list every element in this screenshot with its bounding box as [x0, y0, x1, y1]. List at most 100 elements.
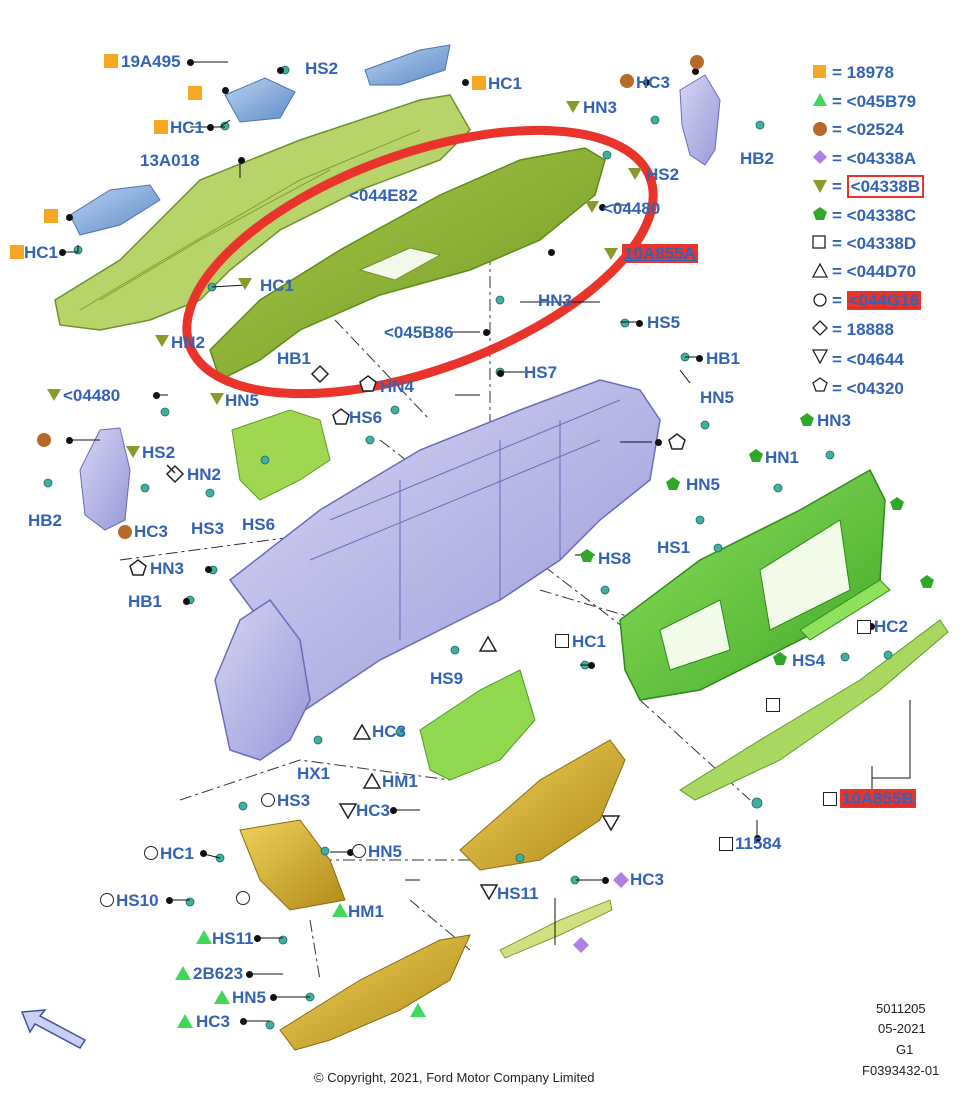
center-stack-bracket	[419, 669, 536, 781]
part-label: HN5	[700, 388, 735, 407]
leader-dot	[66, 214, 73, 221]
front-direction-arrow	[20, 1009, 87, 1049]
white-square-icon	[823, 792, 837, 806]
leader-dot	[636, 320, 643, 327]
part-label: HS3	[191, 519, 225, 538]
leader-dot	[347, 849, 354, 856]
leader-dot	[238, 157, 245, 164]
part-label: HC3	[372, 722, 407, 741]
part-label: HC2	[874, 617, 909, 636]
white-down-triangle-icon	[811, 349, 829, 365]
part-label: HN5	[225, 391, 260, 410]
part-label: HS5	[647, 313, 681, 332]
white-circle-icon	[144, 846, 158, 860]
legend-entry: = <044D70	[832, 262, 917, 281]
legend-symbols	[811, 65, 829, 392]
legend-entry: = <04644	[832, 350, 904, 369]
leader-dot	[548, 249, 555, 256]
leader-dot	[59, 249, 66, 256]
gold-knee-bolster	[239, 819, 346, 911]
white-square-icon	[812, 235, 826, 249]
legend-entry: = 18978	[832, 63, 894, 82]
legend-entry: = <04338A	[832, 149, 917, 168]
part-label: HC3	[630, 870, 665, 889]
white-circle-icon	[261, 793, 275, 807]
part-label: HB1	[128, 592, 163, 611]
white-triangle-icon	[811, 262, 829, 278]
white-square-icon	[857, 620, 871, 634]
leader-dot	[462, 79, 469, 86]
white-square-icon	[766, 698, 780, 712]
orange-square-icon	[813, 65, 826, 78]
white-circle-icon	[100, 893, 114, 907]
part-label: HC3	[356, 801, 391, 820]
part-label: HC3	[134, 522, 169, 541]
left-support-bracket	[214, 598, 311, 761]
part-label: HN5	[368, 842, 403, 861]
part-label: HN1	[765, 448, 800, 467]
leader-dot	[277, 67, 284, 74]
leader-dot	[588, 662, 595, 669]
part-label: 19A495	[121, 52, 181, 71]
part-label: HS2	[646, 165, 680, 184]
white-circle-icon	[352, 844, 366, 858]
part-label: 2B623	[193, 964, 244, 983]
part-label: HX1	[297, 764, 331, 783]
part-label: HC3	[636, 73, 671, 92]
leader-dot	[246, 971, 253, 978]
green-triangle-icon	[813, 93, 827, 106]
part-label: HN5	[232, 988, 267, 1007]
part-label: 10A855A	[622, 244, 698, 264]
part-label: HS6	[242, 515, 276, 534]
legend-entry: = <04338B	[812, 175, 925, 198]
legend-entry: = <045B79	[832, 92, 917, 111]
leader-dot	[205, 566, 212, 573]
part-label: HS1	[657, 538, 691, 557]
part-label: HS8	[598, 549, 632, 568]
brown-circle-icon	[813, 122, 827, 136]
leader-dot	[66, 437, 73, 444]
white-circle-icon	[813, 293, 827, 307]
part-label: HN3	[817, 411, 852, 430]
legend-entry: = <04320	[832, 379, 904, 398]
highlighted-part-number: 10A855B	[840, 789, 916, 808]
part-label: 10A855B	[840, 789, 916, 809]
legend-entry: = <04338C	[832, 206, 917, 225]
brown-circle-icon	[37, 433, 51, 447]
orange-square-icon	[10, 245, 24, 259]
part-label: HC1	[572, 632, 607, 651]
lower-trim-rail	[679, 619, 949, 801]
part-label: HN2	[187, 465, 222, 484]
orange-square-icon	[472, 76, 486, 90]
leader-dot	[483, 329, 490, 336]
part-label: HS4	[792, 651, 826, 670]
highlight-ellipse	[182, 125, 658, 399]
part-label: <044E82	[349, 186, 418, 205]
part-label: HB2	[740, 149, 775, 168]
speaker-grille-left	[69, 184, 161, 236]
leader-dot	[166, 897, 173, 904]
orange-square-icon	[44, 209, 58, 223]
brown-circle-icon	[620, 74, 634, 88]
boxed-legend-text: <04338B	[846, 175, 925, 198]
part-label: HC3	[196, 1012, 231, 1031]
speaker-grille-right	[364, 44, 451, 86]
part-label: HC1	[24, 243, 59, 262]
leader-dot	[602, 877, 609, 884]
legend-entry: = <04338D	[832, 234, 917, 253]
part-label: HS11	[212, 929, 254, 948]
speaker-grille-center	[224, 77, 296, 123]
orange-square-icon	[154, 120, 168, 134]
gold-trim-bar	[499, 899, 613, 959]
doc-date: 05-2021	[878, 1021, 926, 1036]
part-label: HS2	[305, 59, 339, 78]
white-circle-icon	[236, 891, 250, 905]
leader-lines	[62, 61, 911, 1022]
part-label: HN3	[583, 98, 618, 117]
part-label: HN4	[380, 377, 415, 396]
part-label: HN5	[686, 475, 721, 494]
legend-entry: = <044G16	[832, 291, 922, 310]
part-label: HB1	[277, 349, 312, 368]
white-diamond-icon	[812, 320, 828, 336]
